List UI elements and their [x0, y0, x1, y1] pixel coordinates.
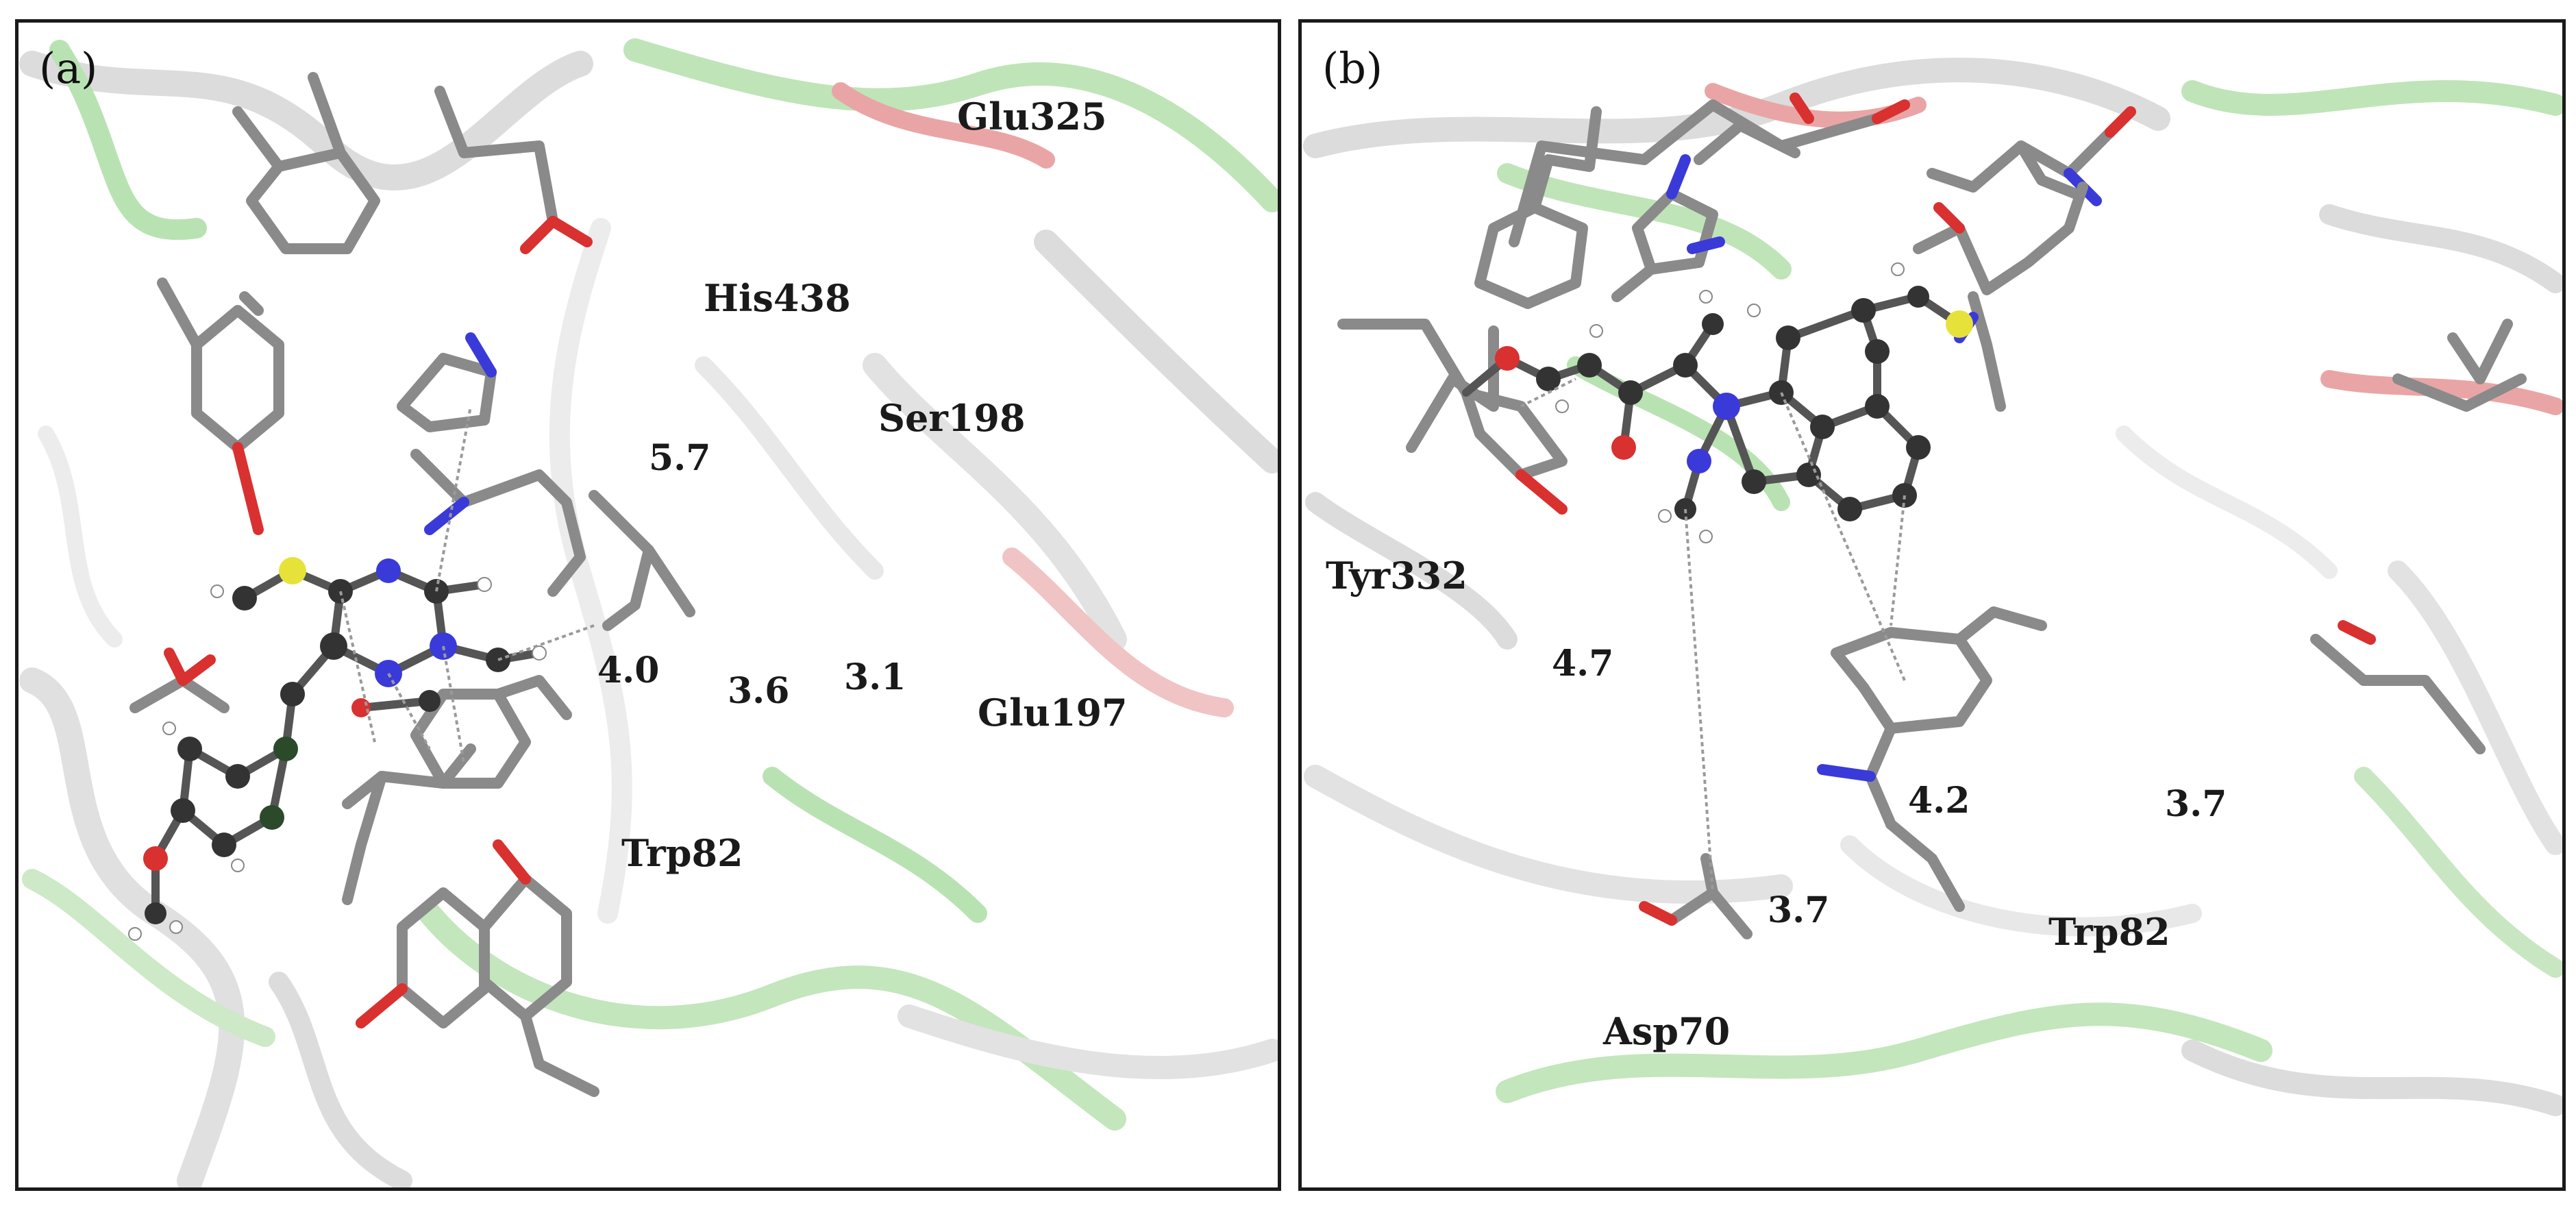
distance-label-glu197: 3.1	[844, 656, 906, 698]
distance-label-trp82-b2: 3.7	[2165, 783, 2227, 825]
panel-b: (b) Tyr332 Trp82 Asp70 4.7 4.2 3.7 3.7	[1298, 19, 2566, 1191]
distance-label-trp82-a: 4.0	[597, 650, 660, 691]
residue-sticks-b	[1337, 93, 2527, 939]
interaction-lines-a	[339, 406, 595, 763]
panel-label-b: (b)	[1322, 43, 1383, 93]
ligand-atoms-b	[1495, 262, 1973, 543]
residue-label-his438: His438	[704, 276, 851, 320]
distance-label-trp82-b: 3.6	[728, 670, 790, 712]
molecular-scene-a	[19, 38, 1278, 1187]
interaction-lines-b	[1520, 378, 1906, 893]
residue-label-ser198: Ser198	[878, 396, 1026, 440]
residue-label-asp70: Asp70	[1603, 1009, 1731, 1053]
ligand-atoms-a	[128, 557, 547, 941]
residue-sticks-a	[129, 72, 695, 1097]
panel-a: (a) Glu325 His438 Ser198 Glu197 Trp82 5.…	[15, 19, 1281, 1191]
distance-label-tyr332: 4.7	[1552, 643, 1614, 685]
distance-label-trp82-b1: 4.2	[1908, 780, 1970, 822]
protein-ribbons-b	[1303, 58, 2562, 1116]
protein-ribbons-a	[19, 38, 1278, 1187]
molecular-scene-b	[1303, 58, 2562, 1116]
residue-label-tyr332: Tyr332	[1326, 554, 1467, 597]
distance-label-asp70: 3.7	[1768, 889, 1830, 931]
residue-label-glu197: Glu197	[978, 691, 1128, 735]
residue-label-trp82-b: Trp82	[2048, 910, 2170, 954]
distance-label-his438: 5.7	[649, 437, 711, 479]
residue-label-glu325: Glu325	[957, 95, 1107, 138]
residue-label-trp82: Trp82	[621, 831, 743, 875]
panel-label-a: (a)	[39, 43, 98, 93]
